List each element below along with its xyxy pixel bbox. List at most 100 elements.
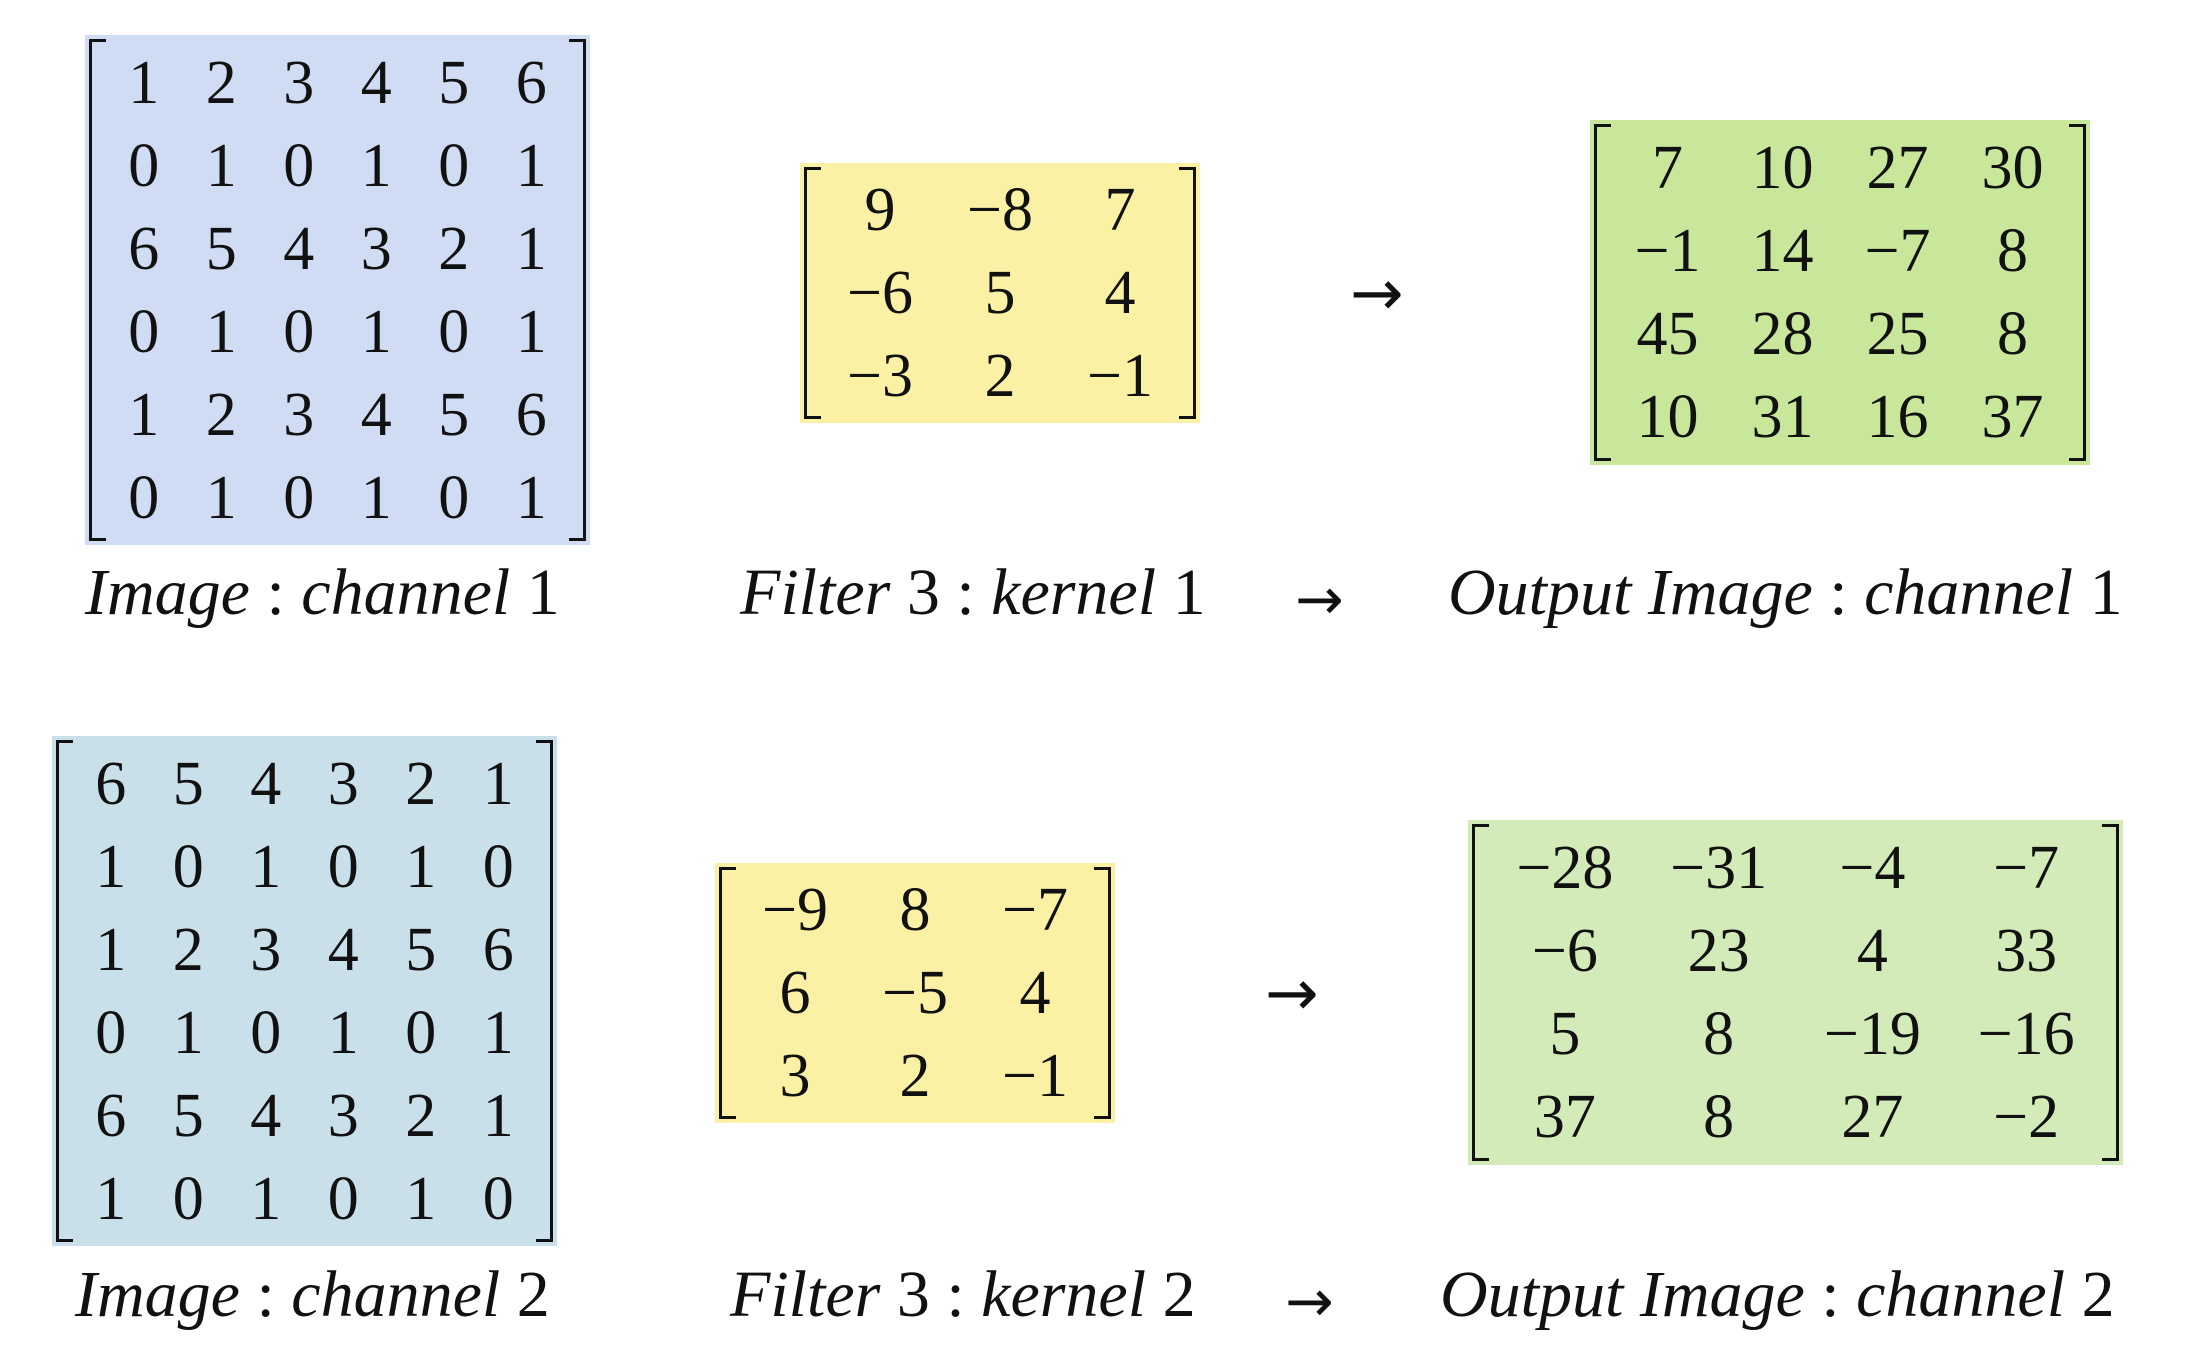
caption-image-channel-2: Image : channel 2 [75,1258,550,1331]
matrix-cell: 3 [779,1041,811,1110]
matrix-cell: 1 [95,832,127,901]
matrix-cell: 1 [128,48,160,117]
matrix-cell: 10 [1751,133,1814,202]
matrix-cell: 1 [360,131,392,200]
matrix-cell: 3 [360,214,392,283]
matrix-cell: 4 [360,380,392,449]
matrix-cell: 1 [360,297,392,366]
matrix-cell: 16 [1866,383,1929,452]
matrix-cell: −28 [1516,833,1614,902]
matrix-cell: 1 [205,463,237,532]
matrix-cell: 37 [1981,383,2044,452]
matrix-cell: 5 [984,258,1016,327]
matrix-cell: 1 [482,998,514,1067]
matrix-cell: 1 [250,832,282,901]
matrix-cell: 0 [250,998,282,1067]
caption-filter-3-kernel-1: Filter 3 : kernel 1 [740,556,1206,629]
matrix-cell: 4 [250,1081,282,1150]
matrix-cell: 5 [405,915,437,984]
matrix-cell: 4 [1104,258,1136,327]
matrix-cell: 28 [1751,300,1814,369]
matrix-cell: 0 [327,832,359,901]
matrix-cell: −6 [847,258,913,327]
matrix-cell: 5 [1549,1000,1581,1069]
matrix-cell: 0 [438,131,470,200]
matrix-cell: 0 [172,832,204,901]
matrix-cell: 25 [1866,300,1929,369]
matrix-cell: 0 [128,131,160,200]
matrix-cell: 5 [438,48,470,117]
matrix-cell: −16 [1977,1000,2075,1069]
matrix-cell: 2 [405,1081,437,1150]
matrix-cell: −1 [1087,341,1153,410]
matrix-cell: 27 [1841,1083,1904,1152]
matrix-cell: −4 [1839,833,1906,902]
matrix-cell: 33 [1995,916,2058,985]
matrix-cell: 45 [1636,300,1699,369]
matrix-cell: 7 [1652,133,1683,202]
matrix-cell: 0 [438,297,470,366]
matrix-cell: 10 [1636,383,1699,452]
matrix-cell: 6 [128,214,160,283]
matrix-cell: 8 [1997,300,2028,369]
caption-output-channel-2: Output Image : channel 2 [1440,1258,2115,1331]
matrix-cell: 14 [1751,216,1814,285]
matrix-cell: 1 [205,131,237,200]
matrix-cell: 37 [1533,1083,1596,1152]
matrix-cell: 30 [1981,133,2044,202]
matrix-cell: 0 [95,998,127,1067]
matrix-cell: 1 [360,463,392,532]
matrix-cell: 0 [405,998,437,1067]
matrix-cell: 4 [283,214,315,283]
matrix-cell: 2 [984,341,1016,410]
matrix-cell: 4 [1856,916,1888,985]
matrix-cell: 4 [250,749,282,818]
matrix-cell: 1 [250,1164,282,1233]
matrix-cell: 0 [283,463,315,532]
matrix-cell: 31 [1751,383,1814,452]
matrix-cell: 0 [283,297,315,366]
matrix-cell: 0 [438,463,470,532]
matrix-cell: 0 [128,463,160,532]
matrix-cell: 8 [1703,1000,1735,1069]
matrix-cell: 3 [250,915,282,984]
caption-arrow-2: → [1285,1267,1334,1335]
matrix-cell: −7 [1993,833,2060,902]
matrix-cell: 3 [327,1081,359,1150]
matrix-cell: 5 [172,1081,204,1150]
matrix-cell: 1 [515,214,547,283]
matrix-cell: −19 [1823,1000,1921,1069]
matrix-cell: 0 [283,131,315,200]
matrix-cell: 23 [1687,916,1750,985]
matrix-cell: −1 [1002,1041,1068,1110]
matrix-cell: 6 [95,749,127,818]
matrix-cell: 1 [405,832,437,901]
matrix-cell: 1 [515,463,547,532]
matrix-cell: 6 [515,48,547,117]
matrix-cell: 5 [205,214,237,283]
matrix-cell: 2 [205,380,237,449]
matrix-cell: 1 [205,297,237,366]
matrix-cell: 0 [128,297,160,366]
matrix-cell: 4 [327,915,359,984]
matrix-cell: −5 [882,958,948,1027]
caption-output-channel-1: Output Image : channel 1 [1448,556,2123,629]
matrix-cell: −7 [1002,876,1068,945]
matrix-cell: 3 [327,749,359,818]
matrix-cell: 1 [515,297,547,366]
caption-arrow-1: → [1295,565,1344,633]
arrow-2: → [1265,957,1319,1031]
matrix-cell: 8 [1703,1083,1735,1152]
matrix-cell: 1 [482,1081,514,1150]
matrix-cell: 1 [128,380,160,449]
matrix-cell: 8 [1997,216,2028,285]
